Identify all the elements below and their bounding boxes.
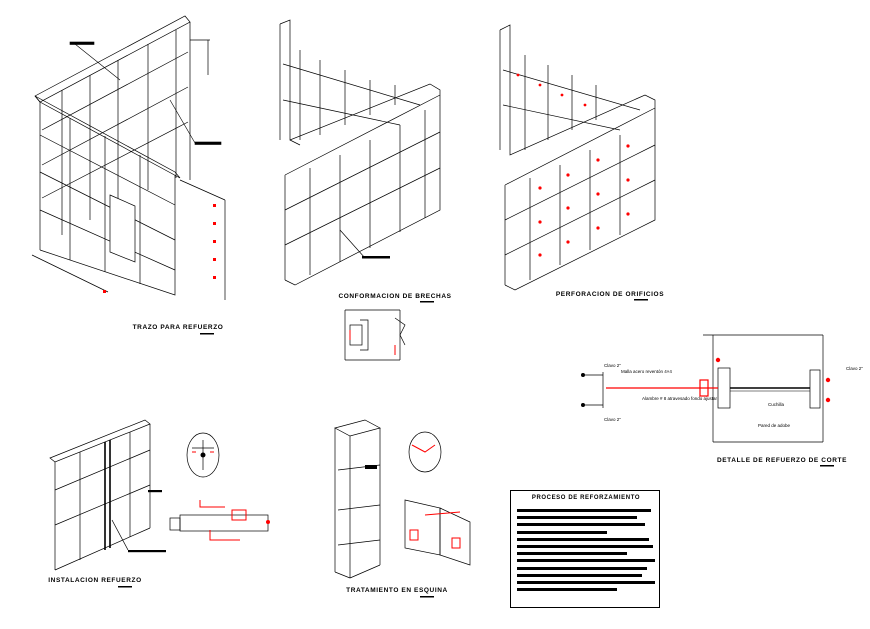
wall-conformacion bbox=[279, 19, 441, 286]
label-trazo: TRAZO PARA REFUERZO bbox=[133, 324, 224, 331]
leader-instalacion-2 bbox=[148, 490, 162, 493]
note-alambre: Alambre # 8 atravesado fondo ajustar bbox=[642, 396, 718, 401]
instalacion-detail-red bbox=[192, 451, 270, 541]
process-note-line bbox=[517, 566, 647, 570]
process-note-text-block bbox=[517, 509, 655, 595]
leader-conformacion bbox=[362, 256, 390, 259]
process-note-line bbox=[517, 509, 651, 512]
label-conformacion: CONFORMACION DE BRECHAS bbox=[338, 293, 451, 300]
wall-trazo-red-marks bbox=[103, 204, 216, 293]
label-tratamiento: TRATAMIENTO EN ESQUINA bbox=[346, 587, 448, 594]
process-note-line bbox=[517, 544, 653, 548]
scale-bar-tratamiento bbox=[420, 596, 434, 598]
detalle-corte bbox=[585, 334, 824, 443]
note-cuchilla: Cuchilla bbox=[768, 402, 785, 407]
process-note-box: PROCESO DE REFORZAMIENTO bbox=[510, 490, 660, 608]
label-perforacion: PERFORACION DE ORIFICIOS bbox=[556, 291, 664, 298]
scale-bar-detalle bbox=[820, 465, 834, 467]
process-note-line bbox=[517, 573, 642, 577]
process-note-line bbox=[517, 530, 607, 534]
wall-perforacion-holes bbox=[516, 73, 630, 257]
label-instalacion: INSTALACION REFUERZO bbox=[48, 577, 142, 584]
process-note-line bbox=[517, 516, 637, 520]
note-clavo-bottom: Clavo 2" bbox=[604, 417, 621, 422]
note-malla: Malla acero reventón 4×4 bbox=[621, 369, 672, 374]
note-clavo-top: Clavo 2" bbox=[604, 363, 621, 368]
instalacion-bolt bbox=[200, 452, 206, 458]
process-note-line bbox=[517, 523, 645, 527]
process-note-line bbox=[517, 552, 627, 556]
process-note-line bbox=[517, 537, 649, 541]
leader-instalacion bbox=[128, 550, 166, 553]
label-detalle: DETALLE DE REFUERZO DE CORTE bbox=[717, 457, 847, 464]
detalle-corte-red bbox=[606, 357, 831, 403]
wall-trazo bbox=[31, 15, 226, 300]
scale-bar-conformacion bbox=[420, 301, 434, 303]
brecha-detail bbox=[344, 309, 406, 361]
wall-perforacion bbox=[499, 24, 656, 291]
wall-instalacion bbox=[49, 419, 151, 571]
corner-clamp bbox=[365, 465, 377, 469]
corner-tratamiento bbox=[334, 419, 471, 579]
process-note-line bbox=[517, 588, 617, 592]
scale-bar-perforacion bbox=[634, 299, 648, 301]
note-clavo-right: Clavo 2" bbox=[846, 366, 863, 371]
detalle-corte-nails bbox=[581, 373, 585, 407]
scale-bar-trazo bbox=[200, 333, 214, 335]
brecha-detail-red bbox=[349, 330, 396, 355]
process-note-title: PROCESO DE REFORZAMIENTO bbox=[531, 495, 641, 501]
corner-tratamiento-red bbox=[409, 444, 461, 549]
process-note-line bbox=[517, 580, 655, 584]
wall-trazo-leaders bbox=[69, 41, 222, 145]
scale-bar-instalacion bbox=[118, 586, 132, 588]
note-muro: Pared de adobe bbox=[758, 423, 791, 428]
instalacion-detail bbox=[169, 432, 269, 532]
process-note-line bbox=[517, 559, 655, 563]
